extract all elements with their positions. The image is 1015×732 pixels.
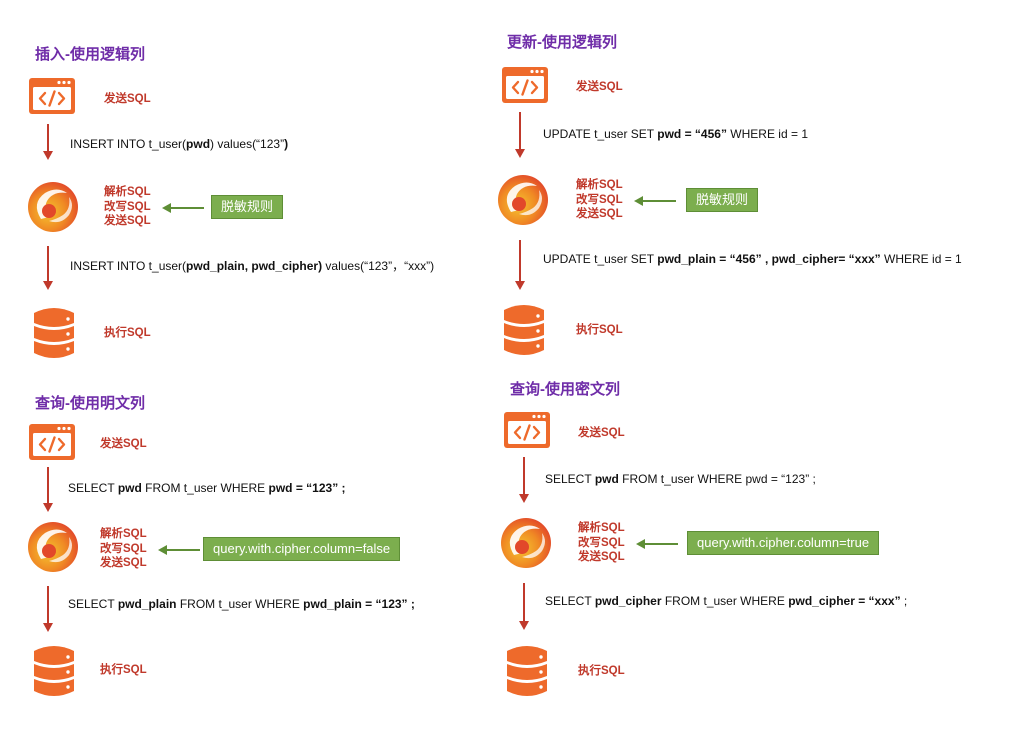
sql-segment: WHERE id = 1	[726, 127, 808, 141]
code-icon	[28, 423, 76, 461]
rule-box: query.with.cipher.column=true	[687, 531, 880, 555]
sql-segment: INSERT INTO t_user(	[70, 259, 187, 273]
process-label: 改写SQL	[104, 200, 151, 213]
sql-segment: pwd_plain, pwd_cipher)	[186, 259, 323, 273]
process-label: 发送SQL	[104, 215, 151, 227]
sql-segment: SELECT	[545, 594, 595, 608]
sql-segment: FROM t_user WHERE pwd = “123” ;	[618, 472, 816, 486]
rule-arrow-left	[634, 193, 676, 206]
database-icon	[32, 643, 76, 699]
flow-arrow-down	[43, 467, 53, 512]
code-icon	[501, 66, 549, 104]
code-icon	[28, 77, 76, 115]
sql-segment: pwd_plain	[117, 597, 177, 611]
process-label: 发送SQL	[578, 551, 625, 563]
process-labels: 解析SQL 改写SQL 发送SQL	[100, 527, 147, 571]
sql-segment: SELECT	[68, 597, 118, 611]
send-sql-label: 发送SQL	[578, 427, 625, 439]
sql-statement-rewritten: SELECT pwd_plain FROM t_user WHERE pwd_p…	[68, 597, 415, 611]
process-label: 解析SQL	[576, 179, 623, 191]
sql-segment: INSERT INTO t_user(	[70, 137, 187, 151]
execute-sql-label: 执行SQL	[576, 324, 623, 336]
sql-statement-rewritten: INSERT INTO t_user(pwd_plain, pwd_cipher…	[70, 257, 434, 274]
panel-title: 插入-使用逻辑列	[35, 46, 145, 63]
rule-arrow-left	[636, 536, 678, 549]
sql-segment: FROM t_user WHERE	[176, 597, 304, 611]
shardingsphere-logo-icon	[500, 517, 552, 569]
sql-segment: pwd = “123” ;	[268, 481, 346, 495]
flow-arrow-down	[43, 586, 53, 632]
rule-arrow-left	[158, 542, 200, 555]
sql-segment: pwd = “456”	[657, 127, 727, 141]
sql-segment: pwd	[117, 481, 142, 495]
sql-segment: FROM t_user WHERE	[661, 594, 789, 608]
sql-segment: values(“123”，“xxx”)	[322, 259, 435, 273]
process-label: 改写SQL	[100, 542, 147, 555]
process-label: 发送SQL	[576, 208, 623, 220]
database-icon	[502, 302, 546, 358]
sql-segment: pwd_cipher = “xxx”	[788, 594, 901, 608]
flow-arrow-down	[515, 240, 525, 290]
rule-box: 脱敏规则	[211, 195, 284, 219]
sql-segment: pwd_cipher	[594, 594, 662, 608]
sql-segment: SELECT	[68, 481, 118, 495]
execute-sql-label: 执行SQL	[100, 664, 147, 676]
process-labels: 解析SQL 改写SQL 发送SQL	[578, 521, 625, 565]
process-label: 发送SQL	[100, 557, 147, 569]
sql-segment: UPDATE t_user SET	[543, 252, 658, 266]
sql-segment: UPDATE t_user SET	[543, 127, 658, 141]
sql-segment: WHERE id = 1	[880, 252, 962, 266]
flow-arrow-down	[43, 246, 53, 290]
sql-statement-original: SELECT pwd FROM t_user WHERE pwd = “123”…	[545, 472, 816, 486]
rule-box: 脱敏规则	[686, 188, 759, 212]
sql-statement-rewritten: SELECT pwd_cipher FROM t_user WHERE pwd_…	[545, 594, 907, 608]
process-label: 解析SQL	[104, 186, 151, 198]
flow-arrow-down	[43, 124, 53, 160]
sql-segment: pwd_plain = “456” , pwd_cipher= “xxx”	[657, 252, 881, 266]
rule-arrow-left	[162, 200, 204, 213]
flow-arrow-down	[519, 583, 529, 630]
process-labels: 解析SQL 改写SQL 发送SQL	[104, 185, 151, 229]
database-icon	[505, 643, 549, 699]
sql-segment: pwd	[594, 472, 619, 486]
database-icon	[32, 305, 76, 361]
sql-statement-original: INSERT INTO t_user(pwd) values(“123”)	[70, 137, 288, 151]
process-label: 解析SQL	[100, 528, 147, 540]
sql-segment: ;	[900, 594, 908, 608]
panel-title: 查询-使用密文列	[510, 381, 620, 398]
sql-segment: pwd	[186, 137, 211, 151]
send-sql-label: 发送SQL	[104, 93, 151, 105]
send-sql-label: 发送SQL	[576, 81, 623, 93]
panel-title: 查询-使用明文列	[35, 395, 145, 412]
shardingsphere-logo-icon	[27, 521, 79, 573]
flow-arrow-down	[515, 112, 525, 158]
shardingsphere-logo-icon	[27, 181, 79, 233]
sql-segment: pwd_plain = “123” ;	[303, 597, 415, 611]
process-label: 改写SQL	[578, 536, 625, 549]
process-label: 解析SQL	[578, 522, 625, 534]
sql-statement-rewritten: UPDATE t_user SET pwd_plain = “456” , pw…	[543, 252, 962, 266]
code-icon	[503, 411, 551, 449]
sql-segment: ) values(“123”	[210, 137, 285, 151]
sql-segment: )	[284, 137, 289, 151]
panel-title: 更新-使用逻辑列	[507, 34, 617, 51]
send-sql-label: 发送SQL	[100, 438, 147, 450]
sql-statement-original: UPDATE t_user SET pwd = “456” WHERE id =…	[543, 127, 808, 141]
process-labels: 解析SQL 改写SQL 发送SQL	[576, 178, 623, 222]
rule-box: query.with.cipher.column=false	[203, 537, 401, 561]
flow-arrow-down	[519, 457, 529, 503]
shardingsphere-logo-icon	[497, 174, 549, 226]
execute-sql-label: 执行SQL	[104, 327, 151, 339]
execute-sql-label: 执行SQL	[578, 665, 625, 677]
sql-segment: SELECT	[545, 472, 595, 486]
sql-statement-original: SELECT pwd FROM t_user WHERE pwd = “123”…	[68, 481, 346, 495]
sql-segment: FROM t_user WHERE	[141, 481, 269, 495]
process-label: 改写SQL	[576, 193, 623, 206]
